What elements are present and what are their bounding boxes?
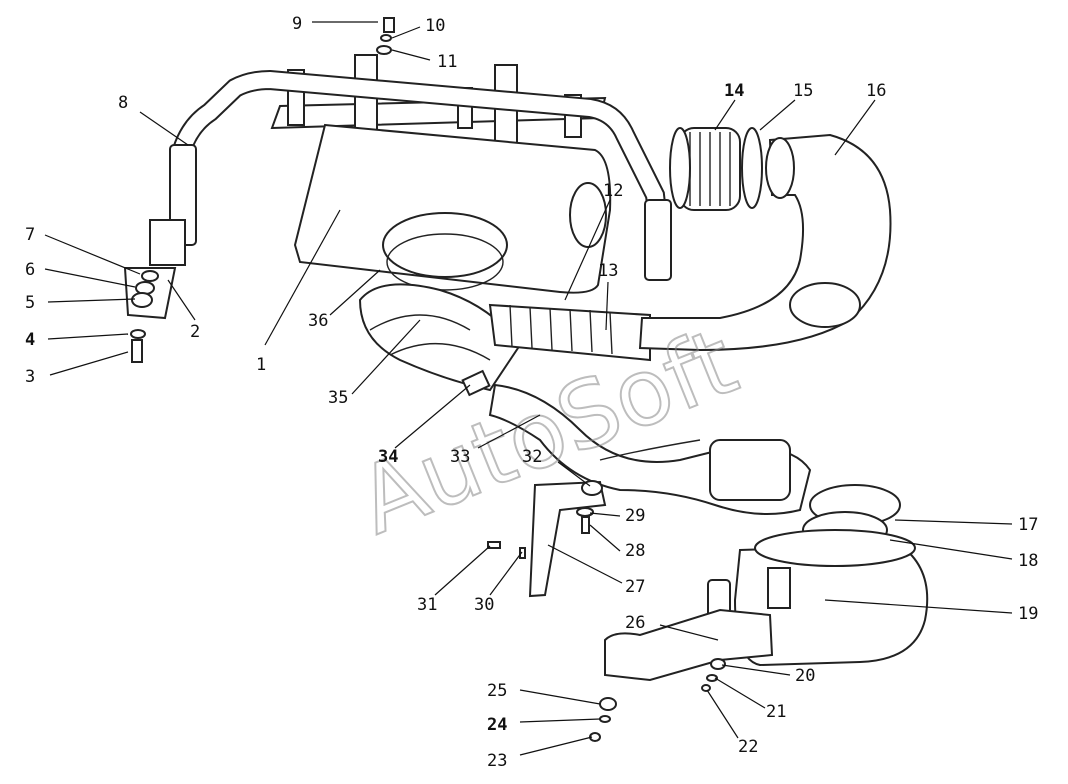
callout-30: 30 <box>474 595 494 615</box>
callout-24: 24 <box>487 715 507 735</box>
callout-32: 32 <box>522 447 542 467</box>
callout-3: 3 <box>25 367 35 387</box>
callout-22: 22 <box>738 737 758 757</box>
air-cleaner <box>733 484 929 667</box>
callout-1: 1 <box>256 355 266 375</box>
callout-11: 11 <box>437 52 457 72</box>
parts-drawing <box>123 17 929 742</box>
callout-21: 21 <box>766 702 786 722</box>
elbow-16 <box>638 133 892 352</box>
callout-8: 8 <box>118 93 128 113</box>
callout-36: 36 <box>308 311 328 331</box>
callout-7: 7 <box>25 225 35 245</box>
lower-duct <box>488 383 812 515</box>
callout-14: 14 <box>724 81 744 101</box>
inlet-hose <box>358 212 522 397</box>
callout-16: 16 <box>866 81 886 101</box>
callout-labels: 1 2 3 4 5 6 7 8 9 10 11 12 13 14 15 16 1… <box>25 14 1038 771</box>
pipe-8 <box>169 69 672 281</box>
callout-12: 12 <box>603 181 623 201</box>
callout-31: 31 <box>417 595 437 615</box>
callout-18: 18 <box>1018 551 1038 571</box>
callout-17: 17 <box>1018 515 1038 535</box>
callout-35: 35 <box>328 388 348 408</box>
leader-lines <box>44 21 1013 756</box>
bracket-27 <box>487 480 607 598</box>
callout-5: 5 <box>25 293 35 313</box>
callout-6: 6 <box>25 260 35 280</box>
callout-19: 19 <box>1018 604 1038 624</box>
callout-33: 33 <box>450 447 470 467</box>
callout-2: 2 <box>190 322 200 342</box>
callout-13: 13 <box>598 261 618 281</box>
callout-10: 10 <box>425 16 445 36</box>
callout-34: 34 <box>378 447 398 467</box>
callout-28: 28 <box>625 541 645 561</box>
main-body-1 <box>293 123 612 294</box>
callout-15: 15 <box>793 81 813 101</box>
callout-25: 25 <box>487 681 507 701</box>
callout-26: 26 <box>625 613 645 633</box>
callout-9: 9 <box>292 14 302 34</box>
corrugated-pipe <box>488 127 763 362</box>
callout-20: 20 <box>795 666 815 686</box>
callout-29: 29 <box>625 506 645 526</box>
callout-23: 23 <box>487 751 507 771</box>
fasteners-top <box>376 17 395 55</box>
bracket-26 <box>589 579 774 742</box>
callout-4: 4 <box>25 330 35 350</box>
callout-27: 27 <box>625 577 645 597</box>
